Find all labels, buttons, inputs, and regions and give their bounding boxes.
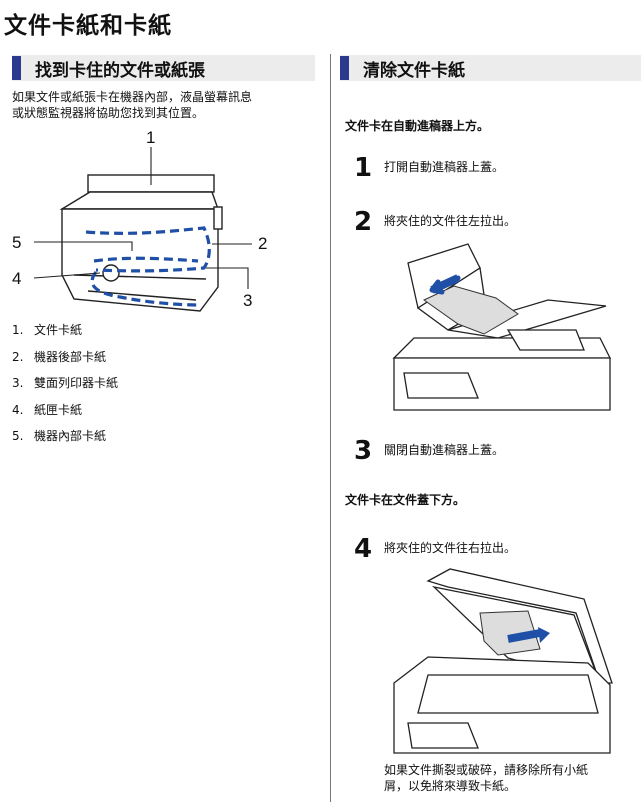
intro-line: 或狀態監視器將協助您找到其位置。 — [12, 106, 205, 120]
right-section-title: 清除文件卡紙 — [363, 60, 465, 81]
list-item: 2.機器後部卡紙 — [12, 349, 107, 364]
section-marker — [12, 56, 21, 80]
jam-type-list: 1.文件卡紙 2.機器後部卡紙 3.雙面列印器卡紙 4.紙匣卡紙 5.機器內部卡… — [12, 321, 118, 454]
callout-4: 4 — [12, 269, 21, 288]
callout-line-3 — [206, 267, 249, 289]
section-marker — [340, 56, 349, 80]
step-number: 2 — [354, 207, 373, 237]
list-item: 5.機器內部卡紙 — [12, 429, 107, 443]
column-divider — [330, 54, 331, 802]
arrow-shaft — [430, 274, 460, 294]
paper-path-inner — [85, 226, 211, 273]
jammed-paper — [423, 285, 519, 335]
step-text: 關閉自動進稿器上蓋。 — [384, 443, 505, 457]
list-item: 4.紙匣卡紙 — [12, 402, 83, 417]
tray-line — [73, 274, 207, 280]
step-text: 將夾住的文件往右拉出。 — [384, 541, 517, 555]
document-cover-illustration — [393, 568, 613, 754]
intro-line: 如果文件或紙張卡在機器內部，液晶螢幕訊息 — [12, 90, 253, 104]
callout-3: 3 — [243, 291, 252, 310]
arrow-right-icon — [507, 629, 541, 643]
step-number: 4 — [354, 534, 373, 564]
page-title: 文件卡紙和卡紙 — [4, 13, 172, 39]
left-section-title: 找到卡住的文件或紙張 — [35, 60, 205, 81]
callout-2: 2 — [258, 234, 267, 253]
left-section-header: 找到卡住的文件或紙張 — [12, 55, 315, 81]
callout-line-4 — [33, 272, 101, 279]
left-intro: 如果文件或紙張卡在機器內部，液晶螢幕訊息 或狀態監視器將協助您找到其位置。 — [12, 89, 252, 121]
jam-location-diagram: 1 2 3 4 5 — [12, 128, 267, 312]
side-panel — [213, 206, 223, 230]
scanner-lid — [59, 191, 219, 210]
arrow-head — [538, 627, 550, 643]
step-text: 將夾住的文件往左拉出。 — [384, 214, 517, 228]
callout-line-5 — [34, 241, 133, 251]
note-line: 如果文件撕裂或破碎，請移除所有小紙 — [384, 763, 589, 777]
callout-1: 1 — [146, 128, 155, 147]
output-slot — [407, 722, 479, 749]
jam-point-4 — [102, 264, 120, 282]
callout-5: 5 — [12, 233, 21, 252]
adf-open-illustration — [392, 243, 612, 411]
tray-flap — [506, 329, 585, 351]
step-number: 3 — [354, 436, 373, 466]
jammed-document — [479, 610, 541, 656]
note: 如果文件撕裂或破碎，請移除所有小紙 屑，以免將來導致卡紙。 — [384, 762, 588, 794]
subheading-adf: 文件卡在自動進稿器上方。 — [345, 119, 490, 133]
output-slot — [403, 372, 479, 399]
step-text: 打開自動進稿器上蓋。 — [384, 160, 505, 174]
scanner-glass — [417, 674, 599, 714]
step-number: 1 — [354, 153, 373, 183]
note-line: 屑，以免將來導致卡紙。 — [384, 779, 517, 793]
right-section-header: 清除文件卡紙 — [340, 55, 641, 81]
subheading-cover: 文件卡在文件蓋下方。 — [345, 493, 466, 507]
list-item: 3.雙面列印器卡紙 — [12, 376, 119, 390]
paper-path-tray — [90, 271, 201, 307]
list-item: 1.文件卡紙 — [12, 323, 83, 337]
